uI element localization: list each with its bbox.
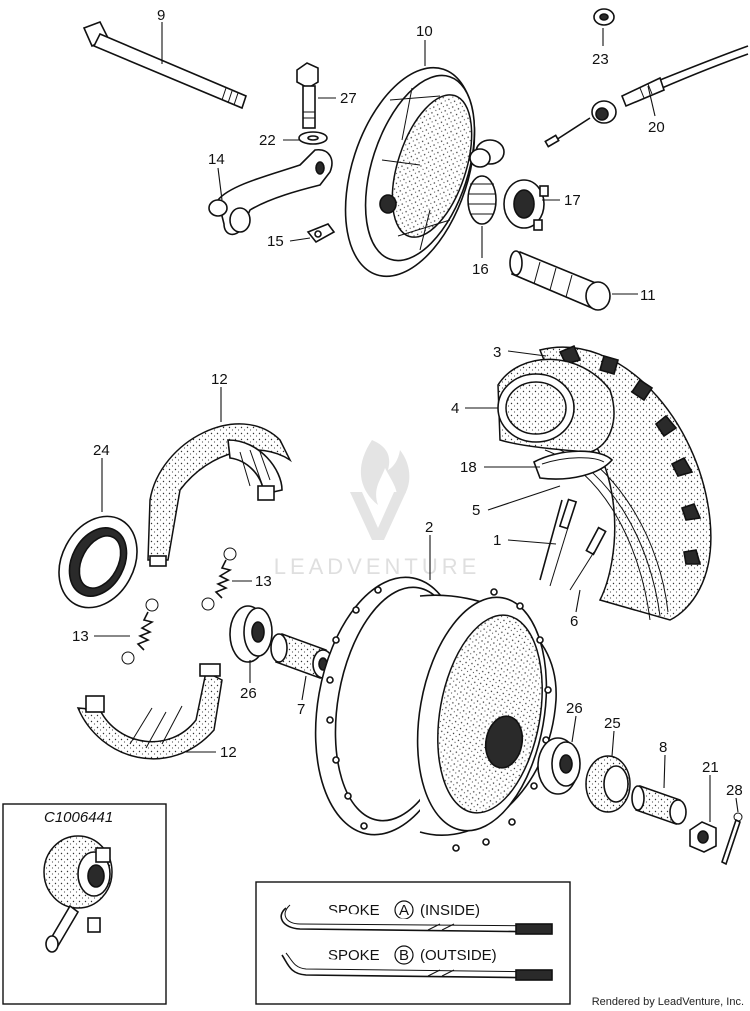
part-14-brake-arm (208, 149, 333, 236)
leader-lines (94, 22, 739, 878)
label-11: 11 (640, 287, 656, 304)
part-25-collar (585, 755, 631, 813)
spoke-b-drawing (281, 952, 553, 981)
label-18: 18 (460, 459, 477, 476)
part-23-washer (593, 8, 615, 26)
label-12-lower: 12 (220, 744, 237, 761)
part-8-distance-collar (631, 784, 687, 826)
part-18-rim-band (533, 450, 614, 480)
label-17: 17 (564, 192, 581, 209)
part-13-spring-upper (201, 547, 237, 611)
part-2-wheel-hub (314, 576, 557, 852)
label-8: 8 (659, 739, 667, 756)
part-1-spoke (539, 498, 578, 587)
label-5: 5 (472, 502, 480, 519)
label-16: 16 (472, 261, 489, 278)
label-21: 21 (702, 759, 719, 776)
label-28: 28 (726, 782, 743, 799)
spoke-a-suffix: (INSIDE) (420, 902, 480, 919)
label-14: 14 (208, 151, 225, 168)
spoke-legend: SPOKE A (INSIDE) SPOKE B (OUTSIDE) (255, 881, 571, 1005)
render-credit: Rendered by LeadVenture, Inc. (591, 996, 744, 1008)
part-15-key (306, 223, 336, 244)
part-5-spoke-nipple (569, 526, 607, 591)
label-9: 9 (157, 7, 165, 24)
label-1: 1 (493, 532, 501, 549)
label-23: 23 (592, 51, 609, 68)
part-12-brake-shoe-lower (76, 663, 223, 760)
part-26-bearing-left (229, 605, 273, 663)
part-28-cotter-pin (721, 812, 743, 866)
label-25: 25 (604, 715, 621, 732)
part-17-retainer (503, 179, 549, 231)
label-10: 10 (416, 23, 433, 40)
part-22-washer (298, 131, 328, 145)
label-22: 22 (259, 132, 276, 149)
part-27-bolt (296, 62, 319, 129)
part-20-speedo-cable (544, 45, 749, 148)
label-26-left: 26 (240, 685, 257, 702)
part-12-brake-shoe-upper (147, 423, 292, 567)
spoke-a-letter: A (399, 902, 409, 919)
label-2: 2 (425, 519, 433, 536)
label-24: 24 (93, 442, 110, 459)
part-4-inner-tube (497, 358, 615, 453)
inset-box: C1006441 (2, 803, 167, 1005)
part-16-drive-gear (467, 175, 497, 225)
spoke-b-letter: B (399, 947, 409, 964)
label-4: 4 (451, 400, 459, 417)
part-13-spring-lower (121, 598, 159, 665)
inset-code: C1006441 (44, 809, 113, 826)
label-6: 6 (570, 613, 578, 630)
part-number-labels: 9 10 23 27 22 20 14 15 17 16 11 3 4 12 1… (72, 7, 743, 886)
spoke-b-badge (394, 945, 414, 965)
part-26-bearing-right (537, 737, 581, 795)
label-26-right: 26 (566, 700, 583, 717)
label-15: 15 (267, 233, 284, 250)
label-3: 3 (493, 344, 501, 361)
part-19-speedometer-gearbox (43, 835, 113, 953)
label-20: 20 (648, 119, 665, 136)
label-7: 7 (297, 701, 305, 718)
spoke-b-prefix: SPOKE (328, 947, 380, 964)
spoke-a-drawing (280, 904, 553, 935)
part-9-axle-bolt (82, 20, 247, 110)
label-13-lower: 13 (72, 628, 89, 645)
label-13-upper: 13 (255, 573, 272, 590)
part-21-axle-nut (689, 821, 717, 853)
leadventure-watermark: LEADVENTURE (274, 440, 481, 579)
label-27: 27 (340, 90, 357, 107)
part-10-brake-panel (344, 66, 505, 278)
watermark-text: LEADVENTURE (274, 554, 481, 579)
part-24-dust-seal (58, 515, 138, 609)
spoke-b-suffix: (OUTSIDE) (420, 947, 497, 964)
part-11-sleeve (509, 250, 611, 311)
label-12-upper: 12 (211, 371, 228, 388)
